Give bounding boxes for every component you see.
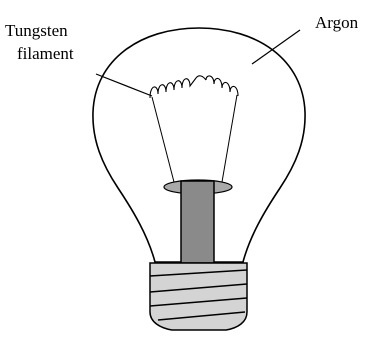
label-filament: filament [17, 44, 74, 63]
glass-stem [181, 181, 214, 263]
label-argon: Argon [315, 13, 359, 32]
label-tungsten: Tungsten [5, 21, 68, 40]
